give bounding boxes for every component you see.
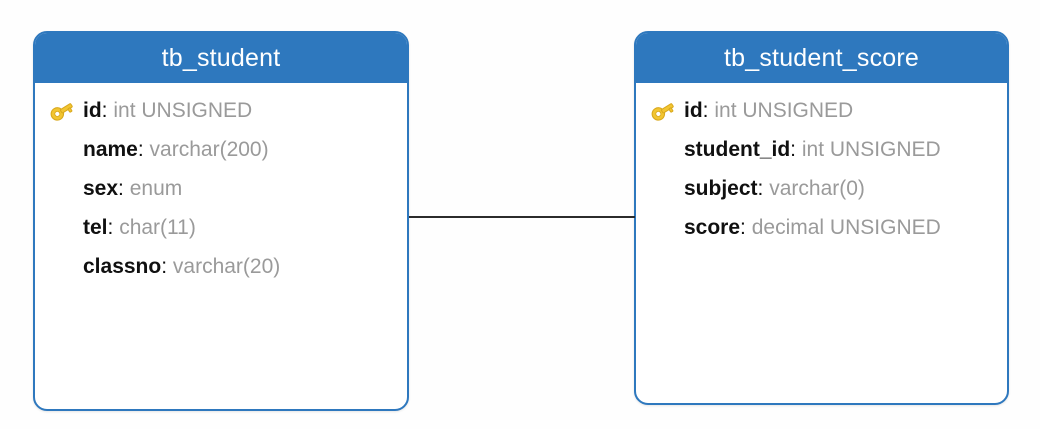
field-separator: : <box>702 98 709 122</box>
field-label: score: decimal UNSIGNED <box>684 216 941 240</box>
field-separator: : <box>107 215 114 239</box>
field-name: classno <box>83 254 162 278</box>
field-separator: : <box>161 254 168 278</box>
field-name: score <box>684 215 741 239</box>
field-label: student_id: int UNSIGNED <box>684 138 941 162</box>
field-type: varchar(20) <box>172 254 281 278</box>
field-separator: : <box>740 215 746 239</box>
field-row[interactable]: student_id: int UNSIGNED <box>636 130 1007 169</box>
field-row[interactable]: sex: enum <box>35 169 407 208</box>
field-label: name: varchar(200) <box>83 138 269 162</box>
field-label: classno: varchar(20) <box>83 255 280 279</box>
field-separator: : <box>118 176 124 200</box>
field-type: char(11) <box>119 215 196 239</box>
field-name: student_id <box>684 137 791 161</box>
entity-table-tb-student-score[interactable]: tb_student_score id: int UNSIGNED <box>634 31 1009 405</box>
field-row[interactable]: tel: char(11) <box>35 208 407 247</box>
key-slot-empty <box>49 138 83 162</box>
field-type: int UNSIGNED <box>714 98 854 122</box>
field-row[interactable]: score: decimal UNSIGNED <box>636 208 1007 247</box>
entity-field-list-tb-student-score: id: int UNSIGNED student_id: int UNSIGNE… <box>636 83 1007 247</box>
field-name: id <box>83 98 102 122</box>
field-name: sex <box>83 176 119 200</box>
primary-key-icon <box>49 99 83 123</box>
field-separator: : <box>790 137 797 161</box>
field-name: tel <box>83 215 108 239</box>
field-separator: : <box>101 98 108 122</box>
field-separator: : <box>757 176 764 200</box>
field-type: enum <box>129 176 183 200</box>
field-type: int UNSIGNED <box>801 137 941 161</box>
entity-field-list-tb-student: id: int UNSIGNED name: varchar(200) sex:… <box>35 83 407 286</box>
field-row[interactable]: subject: varchar(0) <box>636 169 1007 208</box>
key-slot-empty <box>650 216 684 240</box>
key-slot-empty <box>49 216 83 240</box>
field-label: id: int UNSIGNED <box>684 99 853 123</box>
field-type: int UNSIGNED <box>113 98 253 122</box>
primary-key-icon <box>650 99 684 123</box>
field-separator: : <box>137 137 144 161</box>
entity-table-tb-student[interactable]: tb_student id: int UNSIGNED <box>33 31 409 411</box>
field-row[interactable]: name: varchar(200) <box>35 130 407 169</box>
field-label: subject: varchar(0) <box>684 177 865 201</box>
field-row[interactable]: id: int UNSIGNED <box>35 91 407 130</box>
entity-title-tb-student: tb_student <box>35 33 407 83</box>
entity-title-tb-student-score: tb_student_score <box>636 33 1007 83</box>
field-type: varchar(0) <box>769 176 865 200</box>
key-slot-empty <box>49 177 83 201</box>
field-type: decimal UNSIGNED <box>751 215 941 239</box>
relationship-connector-tb-student-to-tb-student-score[interactable] <box>409 216 635 218</box>
field-name: id <box>684 98 703 122</box>
field-type: varchar(200) <box>149 137 269 161</box>
field-label: sex: enum <box>83 177 182 201</box>
field-name: subject <box>684 176 758 200</box>
key-slot-empty <box>49 255 83 279</box>
field-label: tel: char(11) <box>83 216 196 240</box>
field-row[interactable]: classno: varchar(20) <box>35 247 407 286</box>
key-slot-empty <box>650 177 684 201</box>
field-row[interactable]: id: int UNSIGNED <box>636 91 1007 130</box>
key-slot-empty <box>650 138 684 162</box>
field-label: id: int UNSIGNED <box>83 99 252 123</box>
field-name: name <box>83 137 138 161</box>
